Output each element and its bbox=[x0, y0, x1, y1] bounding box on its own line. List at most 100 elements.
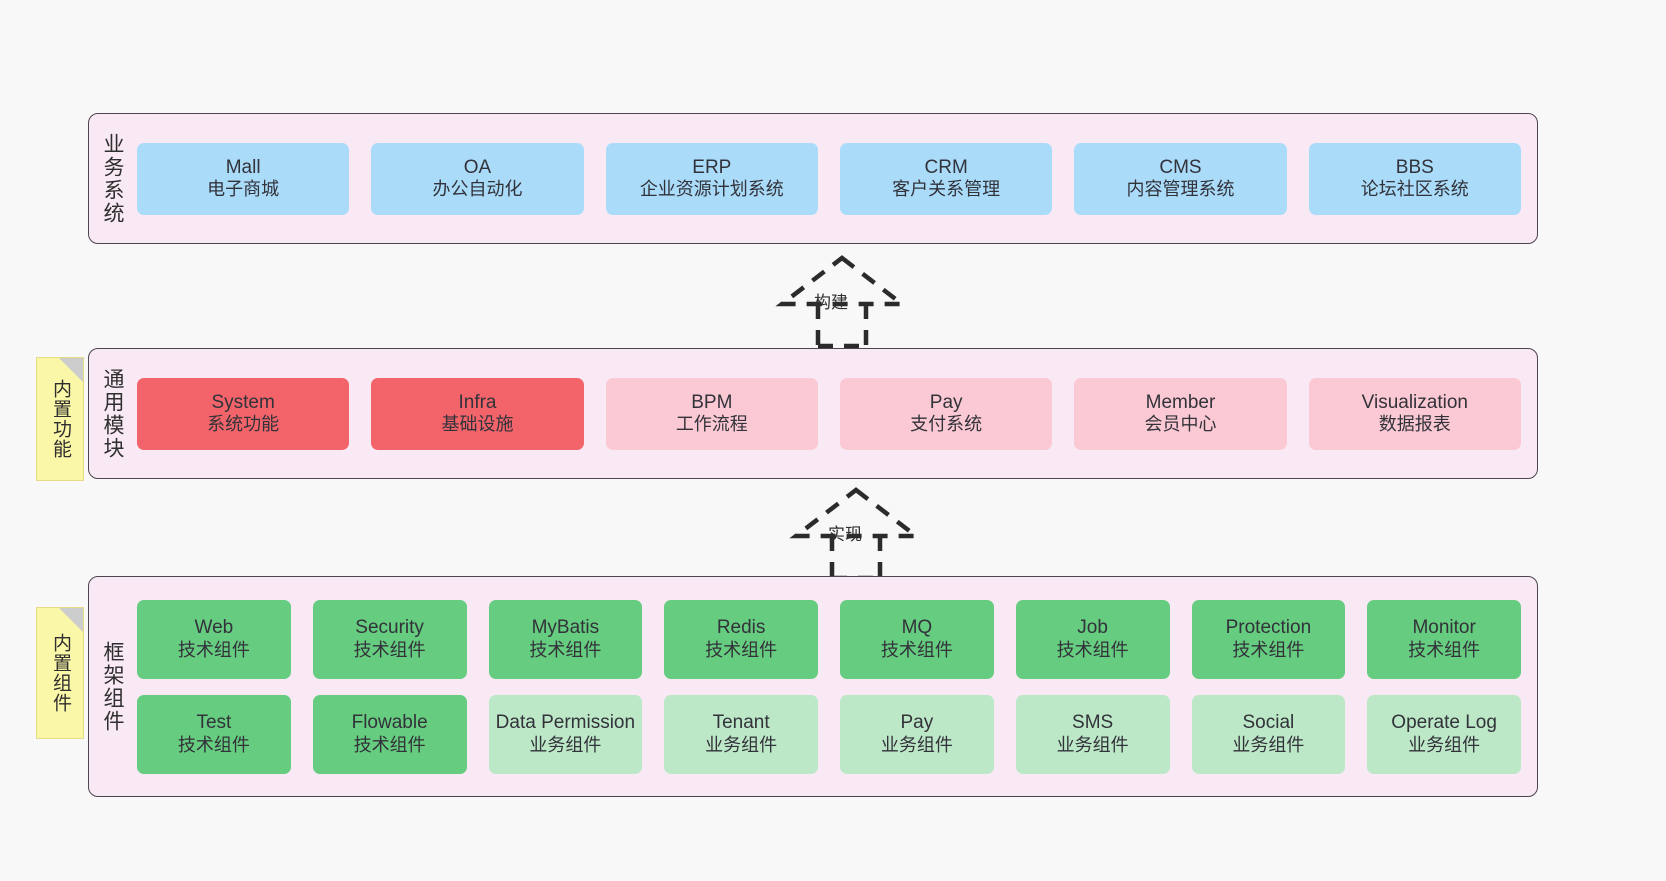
connector-label-build: 构建 bbox=[814, 293, 848, 312]
card-title-en: Security bbox=[355, 617, 424, 639]
page-fold-icon bbox=[59, 358, 83, 382]
card-title-en: BPM bbox=[691, 391, 733, 413]
card-bbs[interactable]: BBS 论坛社区系统 bbox=[1308, 142, 1521, 215]
card-operate-log[interactable]: Operate Log 业务组件 bbox=[1367, 694, 1521, 774]
card-row: Web 技术组件 Security 技术组件 MyBatis 技术组件 Redi… bbox=[137, 599, 1521, 679]
card-title-en: Pay bbox=[900, 712, 934, 734]
card-title-cn: 客户关系管理 bbox=[892, 179, 1001, 200]
layer-title-framework: 框架组件 bbox=[101, 640, 125, 733]
layer-framework-components: 框架组件 Web 技术组件 Security 技术组件 MyBatis 技术组件… bbox=[88, 576, 1538, 797]
card-title-en: OA bbox=[463, 156, 492, 178]
card-flowable[interactable]: Flowable 技术组件 bbox=[312, 694, 467, 774]
card-monitor[interactable]: Monitor 技术组件 bbox=[1367, 599, 1521, 679]
card-title-cn: 业务组件 bbox=[1408, 734, 1481, 755]
card-title-en: CRM bbox=[924, 156, 968, 178]
card-title-en: Job bbox=[1077, 617, 1108, 639]
card-title-cn: 业务组件 bbox=[529, 734, 602, 755]
connector-label-implement: 实现 bbox=[828, 525, 862, 544]
card-title-cn: 基础设施 bbox=[441, 414, 514, 435]
card-infra[interactable]: Infra 基础设施 bbox=[371, 377, 584, 450]
card-title-en: Data Permission bbox=[495, 712, 636, 734]
card-title-en: Mall bbox=[225, 156, 261, 178]
card-title-cn: 技术组件 bbox=[353, 734, 426, 755]
card-title-cn: 技术组件 bbox=[1232, 639, 1305, 660]
card-test[interactable]: Test 技术组件 bbox=[137, 694, 291, 774]
card-title-en: Infra bbox=[458, 391, 497, 413]
card-system[interactable]: System 系统功能 bbox=[137, 377, 350, 450]
card-title-cn: 会员中心 bbox=[1144, 414, 1217, 435]
card-security[interactable]: Security 技术组件 bbox=[312, 599, 467, 679]
card-title-cn: 支付系统 bbox=[910, 414, 983, 435]
card-title-cn: 技术组件 bbox=[1056, 639, 1129, 660]
card-title-en: Pay bbox=[929, 391, 963, 413]
sticky-note-label: 内置组件 bbox=[49, 633, 71, 713]
card-web[interactable]: Web 技术组件 bbox=[137, 599, 291, 679]
card-title-cn: 业务组件 bbox=[880, 734, 953, 755]
card-row: Test 技术组件 Flowable 技术组件 Data Permission … bbox=[137, 694, 1521, 774]
card-title-en: CMS bbox=[1159, 156, 1202, 178]
card-redis[interactable]: Redis 技术组件 bbox=[664, 599, 818, 679]
card-pay-component[interactable]: Pay 业务组件 bbox=[840, 694, 994, 774]
card-title-en: Redis bbox=[716, 617, 766, 639]
connector-build: 构建 bbox=[752, 252, 932, 349]
card-title-en: Monitor bbox=[1412, 617, 1476, 639]
card-title-en: SMS bbox=[1072, 712, 1114, 734]
card-title-en: Flowable bbox=[351, 712, 428, 734]
card-tenant[interactable]: Tenant 业务组件 bbox=[664, 694, 818, 774]
card-mybatis[interactable]: MyBatis 技术组件 bbox=[488, 599, 643, 679]
layer-body-framework: Web 技术组件 Security 技术组件 MyBatis 技术组件 Redi… bbox=[135, 577, 1537, 796]
sticky-note-builtin-features: 内置功能 bbox=[36, 357, 84, 481]
card-title-cn: 企业资源计划系统 bbox=[639, 179, 784, 200]
layer-title-business: 业务系统 bbox=[101, 132, 125, 225]
card-title-cn: 技术组件 bbox=[705, 639, 778, 660]
card-erp[interactable]: ERP 企业资源计划系统 bbox=[605, 142, 818, 215]
card-job[interactable]: Job 技术组件 bbox=[1015, 599, 1170, 679]
card-title-en: BBS bbox=[1395, 156, 1434, 178]
card-title-cn: 技术组件 bbox=[177, 734, 250, 755]
connector-implement: 实现 bbox=[766, 484, 946, 581]
card-data-permission[interactable]: Data Permission 业务组件 bbox=[488, 694, 643, 774]
card-title-en: Protection bbox=[1225, 617, 1312, 639]
card-title-en: Web bbox=[194, 617, 234, 639]
sticky-note-builtin-components: 内置组件 bbox=[36, 607, 84, 739]
card-visualization[interactable]: Visualization 数据报表 bbox=[1308, 377, 1521, 450]
card-title-cn: 数据报表 bbox=[1378, 414, 1451, 435]
layer-body-common: System 系统功能 Infra 基础设施 BPM 工作流程 Pay 支付系统… bbox=[135, 349, 1537, 478]
card-social[interactable]: Social 业务组件 bbox=[1191, 694, 1346, 774]
card-title-en: ERP bbox=[692, 156, 732, 178]
card-title-cn: 办公自动化 bbox=[432, 179, 523, 200]
card-title-cn: 工作流程 bbox=[675, 414, 748, 435]
card-title-en: Test bbox=[196, 712, 232, 734]
card-pay-module[interactable]: Pay 支付系统 bbox=[839, 377, 1053, 450]
layer-body-business: Mall 电子商城 OA 办公自动化 ERP 企业资源计划系统 CRM 客户关系… bbox=[135, 114, 1537, 243]
card-title-cn: 电子商城 bbox=[207, 179, 280, 200]
card-title-en: Tenant bbox=[712, 712, 770, 734]
card-title-cn: 内容管理系统 bbox=[1126, 179, 1235, 200]
card-protection[interactable]: Protection 技术组件 bbox=[1191, 599, 1346, 679]
card-title-en: Visualization bbox=[1361, 391, 1468, 413]
card-title-en: System bbox=[211, 391, 275, 413]
card-title-cn: 技术组件 bbox=[529, 639, 602, 660]
card-title-en: MyBatis bbox=[531, 617, 600, 639]
card-member[interactable]: Member 会员中心 bbox=[1074, 377, 1287, 450]
page-fold-icon bbox=[59, 608, 83, 632]
card-title-en: Member bbox=[1145, 391, 1216, 413]
card-cms[interactable]: CMS 内容管理系统 bbox=[1074, 142, 1287, 215]
card-title-en: MQ bbox=[901, 617, 933, 639]
card-oa[interactable]: OA 办公自动化 bbox=[371, 142, 584, 215]
generalization-arrow-icon bbox=[775, 255, 909, 349]
card-title-cn: 技术组件 bbox=[880, 639, 953, 660]
card-title-cn: 技术组件 bbox=[177, 639, 250, 660]
card-mall[interactable]: Mall 电子商城 bbox=[137, 142, 350, 215]
card-bpm[interactable]: BPM 工作流程 bbox=[605, 377, 818, 450]
generalization-arrow-icon bbox=[789, 487, 923, 581]
card-title-cn: 系统功能 bbox=[207, 414, 280, 435]
card-title-cn: 技术组件 bbox=[353, 639, 426, 660]
sticky-note-label: 内置功能 bbox=[49, 379, 71, 459]
card-sms[interactable]: SMS 业务组件 bbox=[1015, 694, 1170, 774]
card-mq[interactable]: MQ 技术组件 bbox=[840, 599, 994, 679]
layer-business-systems: 业务系统 Mall 电子商城 OA 办公自动化 ERP 企业资源计划系统 CRM… bbox=[88, 113, 1538, 244]
card-crm[interactable]: CRM 客户关系管理 bbox=[839, 142, 1053, 215]
card-title-cn: 论坛社区系统 bbox=[1360, 179, 1469, 200]
